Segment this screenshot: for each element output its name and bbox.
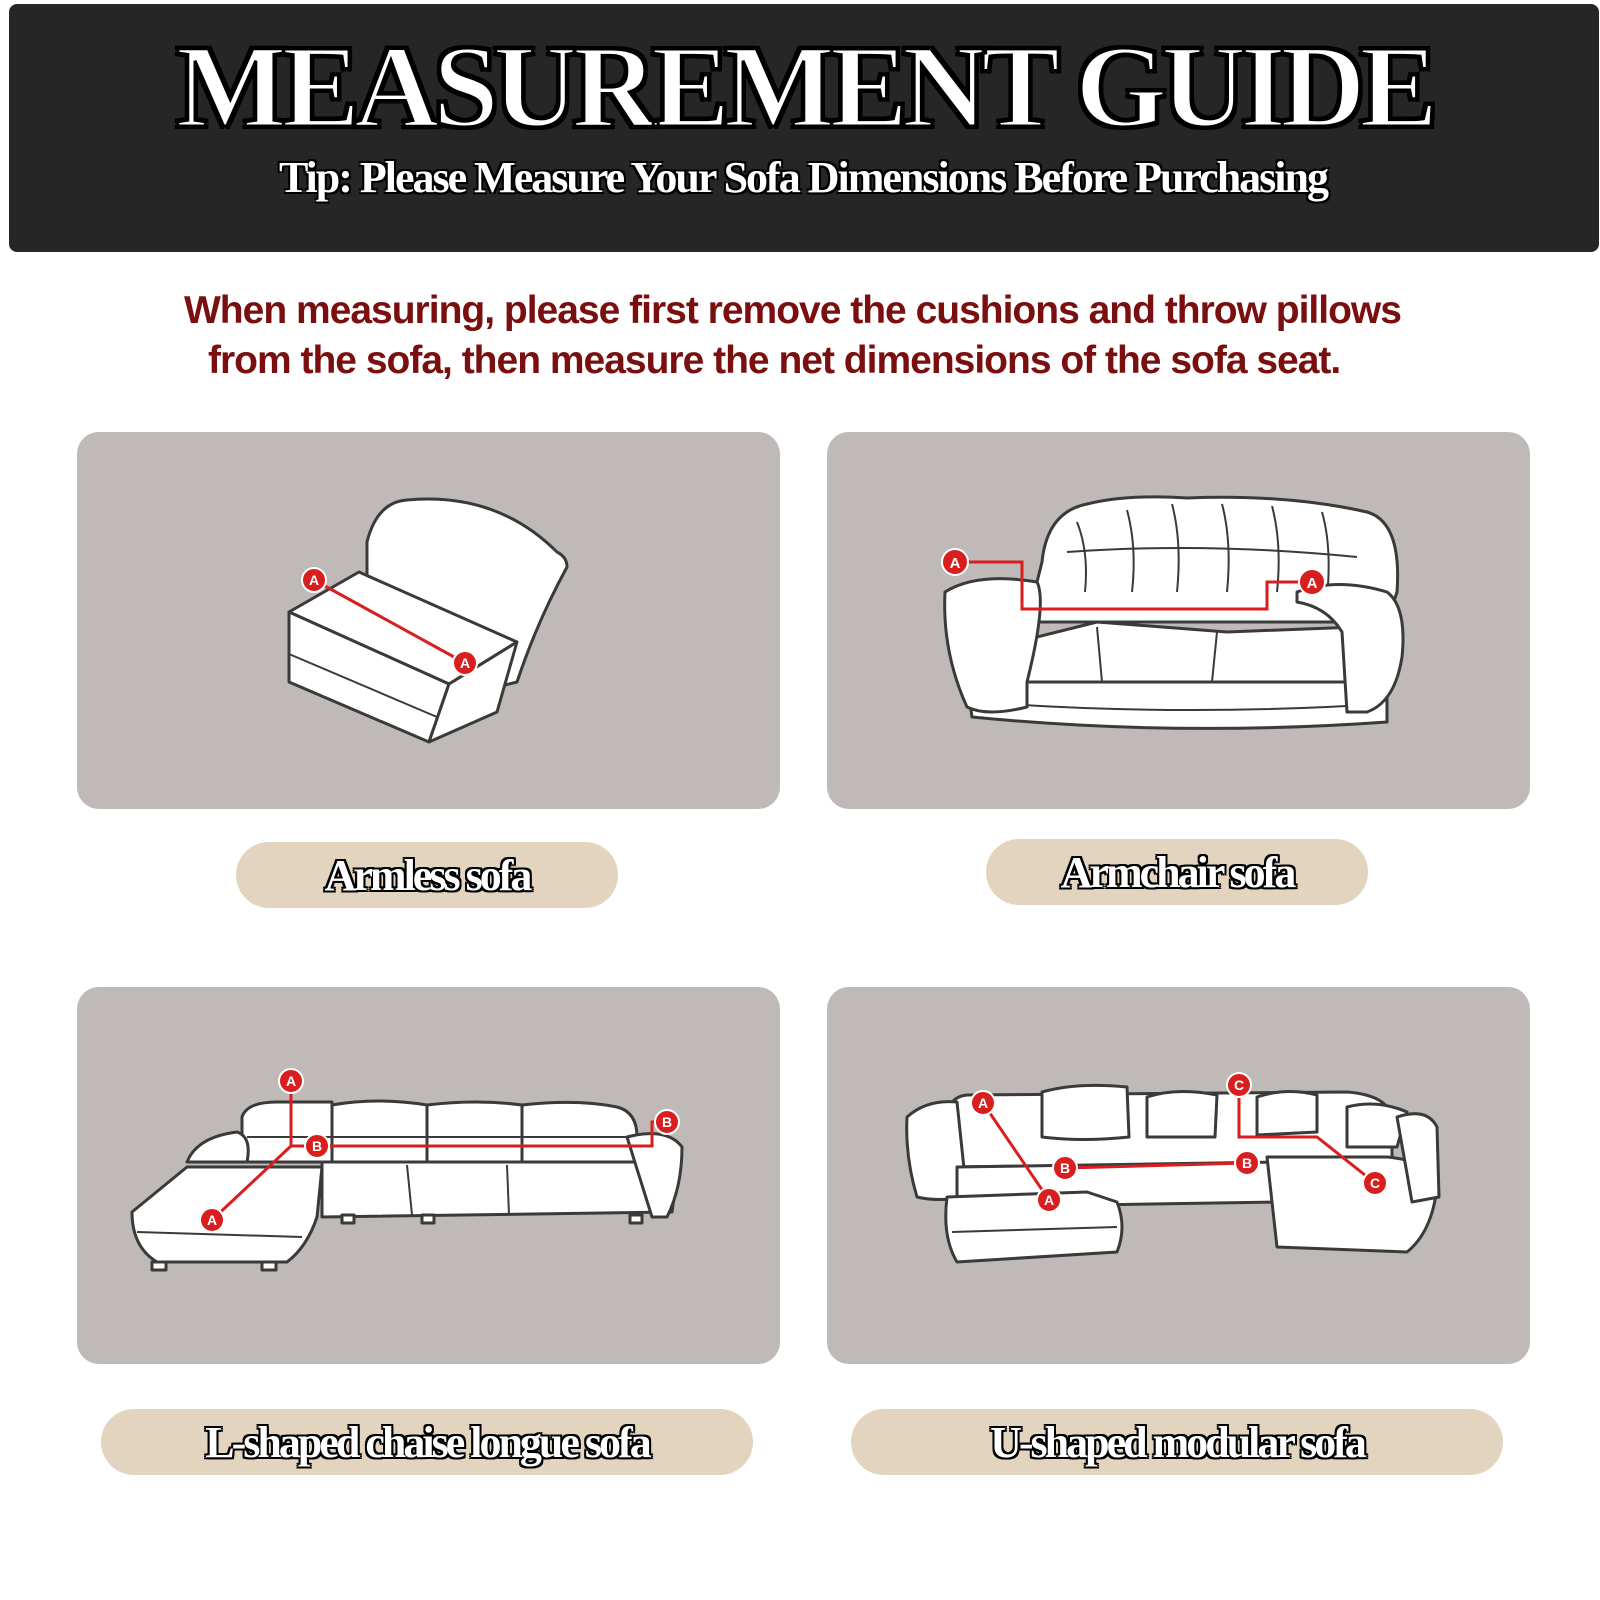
marker-c-top: C [1226, 1072, 1252, 1098]
instruction-line-2: from the sofa, then measure the net dime… [208, 339, 1341, 382]
u-shaped-sofa-label: U-shaped modular sofa [851, 1409, 1503, 1475]
u-shaped-sofa-card: A B A B C C [827, 987, 1530, 1364]
marker-c-right: C [1362, 1170, 1388, 1196]
armchair-sofa-icon: A A [941, 495, 1405, 730]
l-shaped-sofa-icon: A B A B [130, 1068, 684, 1272]
marker-b-right: B [1234, 1150, 1260, 1176]
svg-text:A: A [978, 1095, 988, 1111]
svg-text:A: A [309, 572, 319, 588]
measuring-instructions: When measuring, please first remove the … [150, 286, 1450, 386]
marker-a-1: A [941, 548, 969, 576]
marker-a-2: A [1298, 568, 1326, 596]
armchair-sofa-card: A A [827, 432, 1530, 809]
svg-text:A: A [460, 655, 470, 671]
svg-text:A: A [1044, 1192, 1054, 1208]
armless-sofa-label: Armless sofa [236, 842, 618, 908]
l-shaped-sofa-label: L-shaped chaise longue sofa [101, 1409, 753, 1475]
svg-text:B: B [312, 1138, 322, 1154]
header-banner: MEASUREMENT GUIDE Tip: Please Measure Yo… [9, 4, 1599, 252]
svg-text:C: C [1370, 1175, 1380, 1191]
armless-sofa-card: A A [77, 432, 780, 809]
armless-sofa-icon: A A [287, 497, 569, 744]
marker-b-right: B [654, 1109, 680, 1135]
marker-a-1: A [301, 567, 327, 593]
marker-a-2: A [452, 650, 478, 676]
marker-a-top: A [970, 1090, 996, 1116]
u-shaped-sofa-icon: A B A B C C [905, 1072, 1441, 1264]
marker-a-chaise: A [1036, 1187, 1062, 1213]
svg-text:B: B [662, 1114, 672, 1130]
marker-b-left: B [304, 1133, 330, 1159]
svg-text:A: A [950, 555, 961, 572]
svg-text:A: A [286, 1073, 296, 1089]
instruction-line-1: When measuring, please first remove the … [184, 289, 1402, 332]
marker-b-left: B [1052, 1155, 1078, 1181]
l-shaped-sofa-card: A B A B [77, 987, 780, 1364]
header-tip: Tip: Please Measure Your Sofa Dimensions… [279, 153, 1329, 202]
marker-a-top: A [278, 1068, 304, 1094]
svg-text:A: A [1307, 575, 1318, 592]
svg-text:B: B [1242, 1155, 1252, 1171]
page-title: MEASUREMENT GUIDE [174, 21, 1439, 152]
svg-text:B: B [1060, 1160, 1070, 1176]
svg-text:C: C [1234, 1077, 1244, 1093]
svg-text:A: A [207, 1212, 217, 1228]
marker-a-chaise: A [199, 1207, 225, 1233]
armchair-sofa-label: Armchair sofa [986, 839, 1368, 905]
